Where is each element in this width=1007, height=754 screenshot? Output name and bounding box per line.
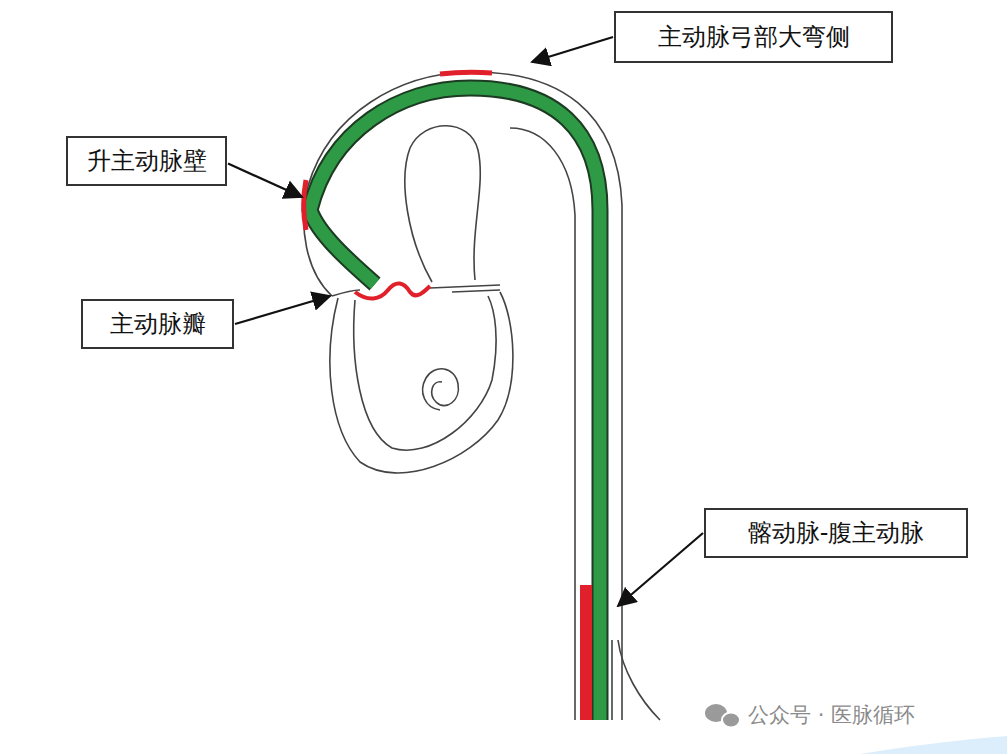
corner-accent <box>860 736 1007 754</box>
leader-arrow <box>618 533 703 606</box>
callout-label: 主动脉弓部大弯侧 <box>658 22 850 52</box>
aorta-outer-wall <box>304 72 622 720</box>
green-band <box>310 88 600 720</box>
red-iliac-segment <box>580 585 592 720</box>
iliac-branch <box>612 640 660 720</box>
leader-arrow <box>228 164 302 198</box>
outflow-line <box>430 285 500 292</box>
callout-box: 髂动脉-腹主动脉 <box>704 508 968 558</box>
callout-box: 升主动脉壁 <box>66 136 227 186</box>
callout-label: 主动脉瓣 <box>110 309 206 339</box>
inner-loop <box>405 126 480 282</box>
callout-label: 升主动脉壁 <box>87 146 207 176</box>
heart-outline <box>330 292 513 473</box>
leader-arrow <box>235 296 330 324</box>
red-ascending-segment <box>304 180 306 230</box>
red-valve-segment <box>355 283 430 298</box>
callout-box: 主动脉弓部大弯侧 <box>614 11 893 63</box>
heart-spiral <box>423 369 459 410</box>
leader-arrow <box>532 37 613 62</box>
red-arch-segment <box>440 72 492 74</box>
callout-label: 髂动脉-腹主动脉 <box>748 518 925 548</box>
watermark: 公众号 · 医脉循环 <box>748 701 915 729</box>
callout-box: 主动脉瓣 <box>81 299 234 349</box>
ventricle-inner <box>354 296 496 450</box>
green-band-border <box>310 88 600 720</box>
aorta-inner-wall <box>510 128 575 720</box>
watermark-icon <box>705 704 740 728</box>
